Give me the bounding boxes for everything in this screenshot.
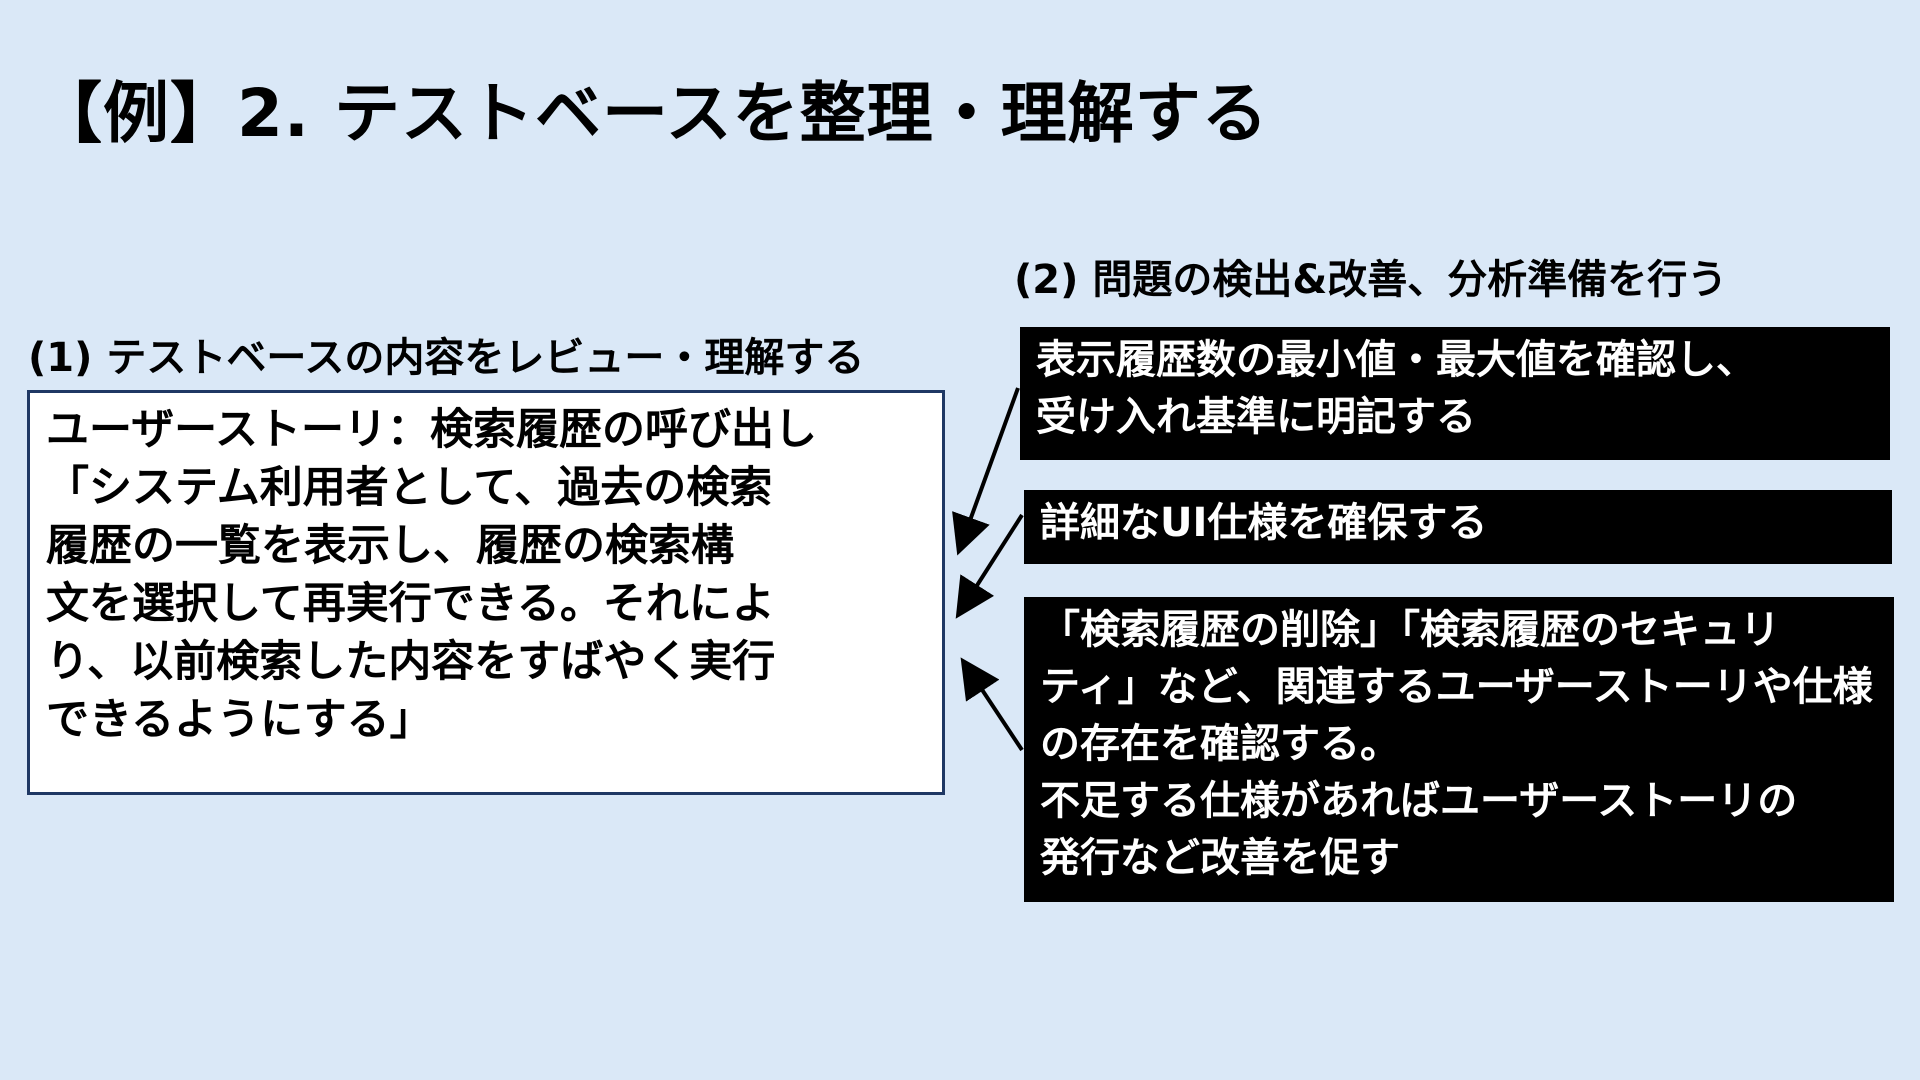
note-line: 受け入れ基準に明記する — [1036, 394, 1476, 440]
note-line: 表示履歴数の最小値・最大値を確認し、 — [1036, 337, 1756, 383]
note-line: 不足する仕様があればユーザーストーリの — [1040, 778, 1798, 824]
arrow-note-1-to-story — [952, 387, 1020, 556]
note-box-ui-spec: 詳細なUI仕様を確保する — [1024, 490, 1892, 564]
note-box-history-count: 表示履歴数の最小値・最大値を確認し、 受け入れ基準に明記する — [1020, 327, 1890, 460]
section-1-heading: (1) テストベースの内容をレビュー・理解する — [28, 335, 865, 381]
note-line: の存在を確認する。 — [1040, 721, 1400, 767]
user-story-box: ユーザーストーリ：検索履歴の呼び出し 「システム利用者として、過去の検索 履歴の… — [27, 390, 945, 795]
note-box-related-stories: 「検索履歴の削除」「検索履歴のセキュリ ティ」など、関連するユーザーストーリや仕… — [1024, 597, 1894, 902]
note-line: 「検索履歴の削除」「検索履歴のセキュリ — [1040, 607, 1780, 653]
arrow-note-3-to-story — [960, 657, 1024, 752]
note-line: 発行など改善を促す — [1040, 835, 1400, 881]
user-story-line: できるようにする」 — [46, 695, 433, 745]
note-line: ティ」など、関連するユーザーストーリや仕様 — [1040, 664, 1873, 710]
arrow-note-2-to-story — [955, 513, 1024, 619]
user-story-line: ユーザーストーリ：検索履歴の呼び出し — [46, 405, 817, 455]
note-line: 詳細なUI仕様を確保する — [1040, 500, 1488, 546]
user-story-line: 履歴の一覧を表示し、履歴の検索構 — [46, 521, 734, 571]
section-2-heading: (2) 問題の検出&改善、分析準備を行う — [1014, 257, 1728, 303]
slide-title: 【例】2. テストベースを整理・理解する — [36, 75, 1269, 152]
user-story-line: 「システム利用者として、過去の検索 — [46, 463, 773, 513]
user-story-line: り、以前検索した内容をすばやく実行 — [46, 637, 776, 687]
user-story-line: 文を選択して再実行できる。それによ — [46, 579, 775, 629]
